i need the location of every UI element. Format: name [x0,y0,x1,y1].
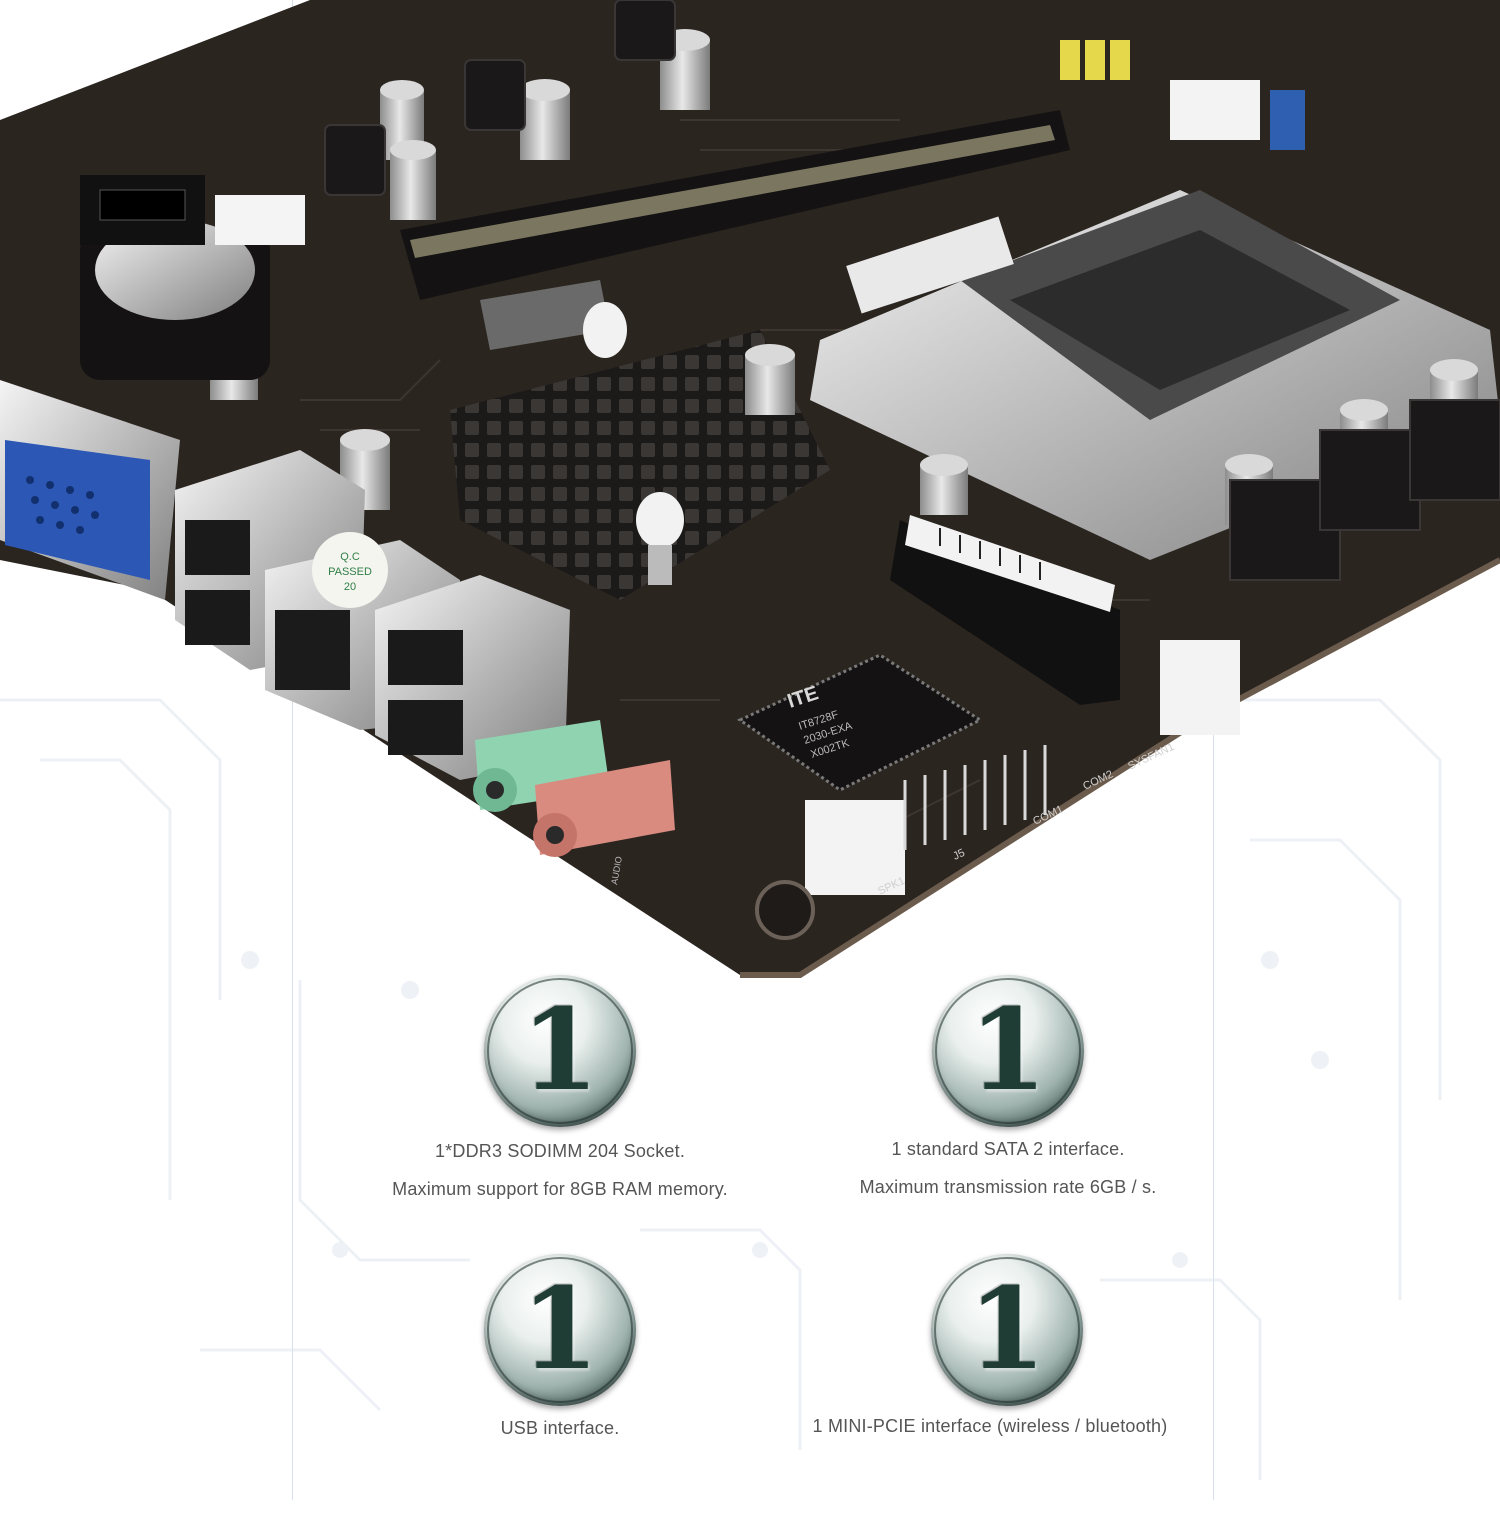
feature-sata: 1 1 standard SATA 2 interface. Maximum t… [748,975,1268,1235]
qc-line3: 20 [344,581,356,593]
number-badge-icon: 1 [931,1254,1083,1406]
feature-line-2: Maximum transmission rate 6GB / s. [859,1177,1157,1197]
speaker-header [805,800,905,895]
mounting-hole [755,880,815,940]
feature-line-2: Maximum support for 8GB RAM memory. [392,1179,728,1199]
badge-number: 1 [521,1264,599,1395]
feature-line-1: 1*DDR3 SODIMM 204 Socket. [434,1141,686,1161]
audio-label: AUDIO [609,856,624,886]
label-j5: J5 [951,847,967,863]
mini-pcie-slot [890,515,1120,705]
feature-line-1: USB interface. [500,1418,620,1438]
superio-chip: ITE IT8728F 2030-EXA X002TK [737,653,984,792]
badge-number: 1 [969,985,1047,1116]
feature-mini-pcie: 1 1 MINI-PCIE interface (wireless / blue… [730,1254,1250,1514]
power-chokes [324,0,1500,581]
divider-line-right [1213,0,1214,1500]
sata-port [80,175,205,245]
led-header [1060,40,1130,80]
motherboard-image: Q.C PASSED 20 AUDIO ITE IT8728F 2030-EXA… [0,0,1500,978]
badge-number: 1 [968,1264,1046,1395]
number-badge-icon: 1 [484,1254,636,1406]
front-panel-header [1170,80,1260,140]
number-badge-icon: 1 [484,975,636,1127]
qc-line2: PASSED [328,566,372,578]
feature-line-1: 1 standard SATA 2 interface. [891,1139,1125,1159]
power-header [215,195,305,245]
feature-usb: 1 USB interface. [300,1254,820,1514]
sysfan-header [1160,640,1240,735]
sodimm-slot [400,110,1070,350]
chipset-heatsink [450,302,830,600]
qc-line1: Q.C [340,551,360,563]
vga-port [0,380,180,600]
feature-ddr3: 1 1*DDR3 SODIMM 204 Socket. Maximum supp… [300,975,820,1235]
badge-number: 1 [521,985,599,1116]
pin-headers [903,745,1047,850]
jumper-blue [1270,90,1305,150]
feature-line-1: 1 MINI-PCIE interface (wireless / blueto… [812,1416,1168,1436]
number-badge-icon: 1 [932,975,1084,1127]
divider-line-left [292,0,293,1500]
usb-ports-right [375,575,570,780]
audio-jack-pink [533,760,675,857]
